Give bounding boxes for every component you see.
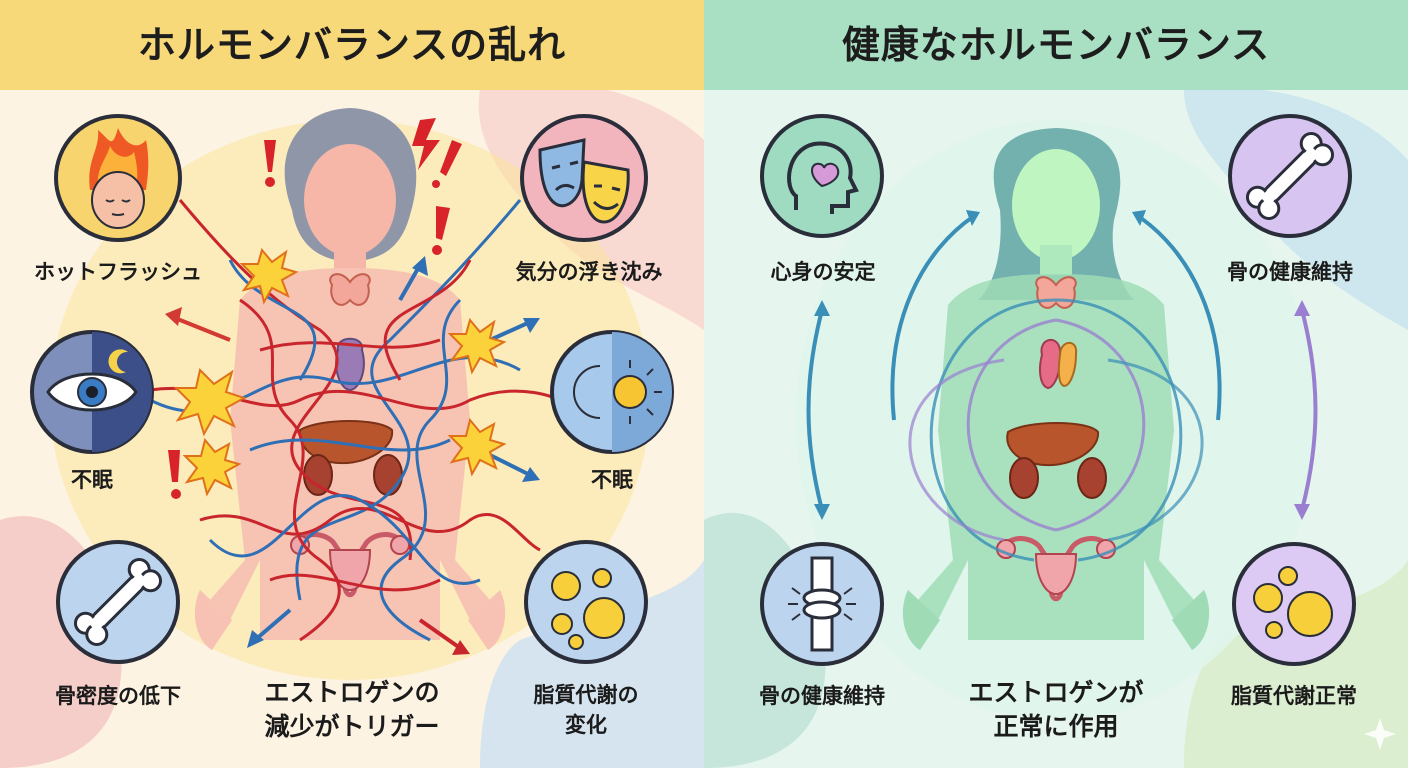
estrogen-trigger-line1: エストロゲンの (264, 678, 440, 707)
bone-icon (56, 540, 180, 664)
liver-organ (1006, 422, 1100, 467)
estrogen-trigger-line2: 減少がトリガー (264, 712, 440, 741)
fat-droplets-icon (524, 540, 648, 664)
hot-flash-label: ホットフラッシュ (34, 260, 202, 284)
lipid-normal-label: 脂質代謝正常 (1231, 684, 1357, 708)
moon-sun-icon (550, 330, 674, 454)
left-title-banner: ホルモンバランスの乱れ (0, 0, 704, 90)
balance-illustration (704, 87, 1408, 768)
estrogen-normal-label: エストロゲンが 正常に作用 (944, 676, 1168, 744)
disrupted-arrows (165, 256, 540, 655)
sparkle-icon (1364, 718, 1396, 750)
bone-density-label: 骨密度の低下 (55, 684, 181, 708)
lipid-change-line1: 脂質代謝の (533, 683, 639, 707)
kidneys-organ (1009, 457, 1107, 499)
cycle-arrowheads (814, 210, 1310, 520)
mood-swings-label: 気分の浮き沈み (515, 260, 663, 284)
fire-face-icon (54, 114, 182, 242)
estrogen-trigger-label: エストロゲンの 減少がトリガー (230, 676, 474, 744)
right-title: 健康なホルモンバランス (841, 23, 1271, 67)
cycle-arrows (806, 214, 1318, 511)
eye-moon-icon (30, 330, 154, 454)
imbalance-illustration (0, 82, 704, 768)
estrogen-normal-line2: 正常に作用 (993, 712, 1119, 741)
bone-icon (1228, 114, 1352, 238)
healthy-balance-panel: 健康なホルモンバランス 心身の安定 骨の健康維持 骨の健康維持 脂質代謝正常 エ… (704, 0, 1408, 768)
hormone-imbalance-panel: ホルモンバランスの乱れ ホットフラッシュ 気分の浮き沈み 不眠 不眠 骨密度の低… (0, 0, 704, 768)
bone-health-bottom-label: 骨の健康維持 (759, 684, 885, 708)
fat-droplets-icon (1232, 542, 1356, 666)
right-title-banner: 健康なホルモンバランス (704, 0, 1408, 90)
mind-body-label: 心身の安定 (770, 260, 876, 284)
estrogen-normal-line1: エストロゲンが (968, 678, 1144, 707)
balanced-flow-lines (908, 298, 1204, 562)
insomnia-right-label: 不眠 (591, 468, 633, 492)
adrenal-organ (1039, 339, 1078, 390)
pain-burst-marks (173, 247, 507, 497)
head-heart-icon (760, 114, 884, 238)
warning-icon (168, 140, 462, 499)
insomnia-left-label: 不眠 (71, 468, 113, 492)
comedy-tragedy-masks-icon (520, 114, 648, 242)
lightning-icon (412, 118, 440, 170)
adrenal-organ (335, 337, 365, 392)
bone-health-top-label: 骨の健康維持 (1227, 260, 1353, 284)
lipid-change-label: 脂質代謝の 変化 (516, 680, 656, 740)
joint-icon (760, 542, 884, 666)
left-title: ホルモンバランスの乱れ (137, 23, 567, 67)
uterus-organ (996, 536, 1116, 602)
thyroid-organ (329, 273, 371, 306)
lipid-change-line2: 変化 (565, 713, 607, 737)
